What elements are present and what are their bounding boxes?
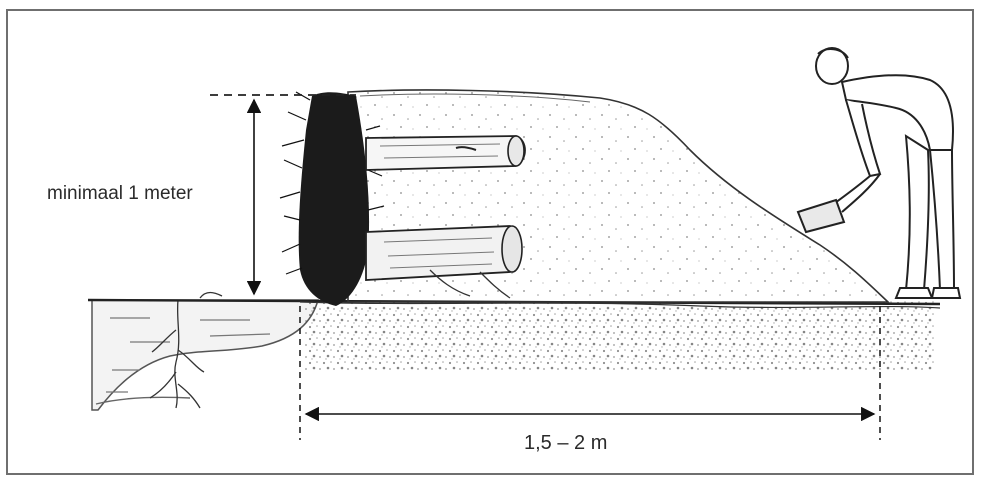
water-ditch	[92, 300, 318, 410]
height-label: minimaal 1 meter	[47, 183, 193, 205]
width-label: 1,5 – 2 m	[524, 432, 607, 455]
